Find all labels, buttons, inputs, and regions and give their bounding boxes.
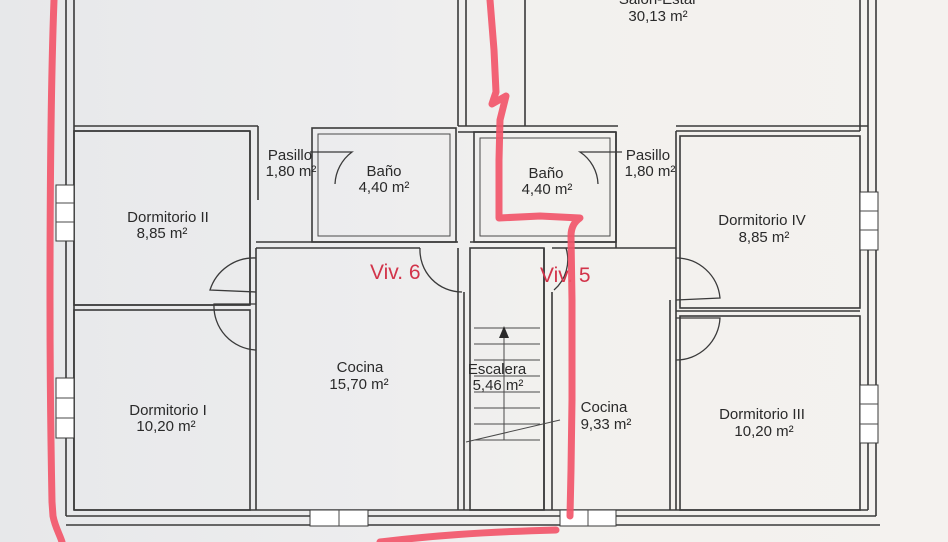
stair-arrow-icon	[499, 326, 509, 338]
doors	[209, 151, 721, 361]
dormitorio-iv-area: 8,85 m²	[739, 229, 790, 246]
pasillo-right-area: 1,80 m²	[625, 163, 676, 180]
pasillo-right-name: Pasillo	[626, 147, 670, 164]
dormitorio-i-name: Dormitorio I	[129, 402, 207, 419]
dormitorio-ii-name: Dormitorio II	[127, 209, 209, 226]
dormitorio-i-area: 10,20 m²	[136, 418, 195, 435]
dormitorio-iv-name: Dormitorio IV	[718, 212, 806, 229]
cocina-left-area: 15,70 m²	[329, 376, 388, 393]
bano-right-name: Baño	[528, 165, 563, 182]
unit-outline-marker	[46, 0, 66, 542]
dormitorio-ii-area: 8,85 m²	[137, 225, 188, 242]
dormitorio-iii-name: Dormitorio III	[719, 406, 805, 423]
bano-left-name: Baño	[366, 163, 401, 180]
cocina-left-name: Cocina	[337, 359, 384, 376]
cocina-right-name: Cocina	[581, 399, 628, 416]
escalera-name: Escalera	[468, 361, 527, 378]
salon-estar-area: 30,13 m²	[628, 8, 687, 25]
pasillo-left-name: Pasillo	[268, 147, 312, 164]
windows	[55, 184, 879, 527]
bano-left-area: 4,40 m²	[359, 179, 410, 196]
escalera-area: 5,46 m²	[473, 377, 524, 394]
cocina-right-area: 9,33 m²	[581, 416, 632, 433]
dormitorio-iii-area: 10,20 m²	[734, 423, 793, 440]
unit-boundary-marker	[486, 0, 584, 520]
bano-right-area: 4,40 m²	[522, 181, 573, 198]
stair-steps	[465, 327, 561, 443]
pasillo-left-area: 1,80 m²	[266, 163, 317, 180]
salon-estar-name: Salón-Estar	[619, 0, 697, 8]
viv6-label: Viv. 6	[370, 261, 421, 284]
unit-bottom-marker	[376, 526, 560, 542]
room-labels: Salón-Estar 30,13 m² Pasillo 1,80 m² Bañ…	[127, 0, 806, 440]
viv5-label: Viv. 5	[540, 264, 591, 287]
